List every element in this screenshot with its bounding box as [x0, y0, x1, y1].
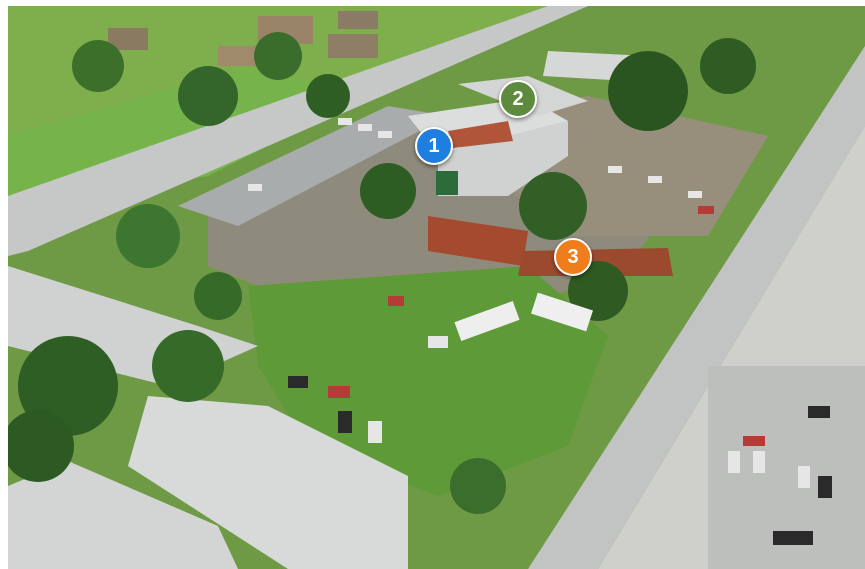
aerial-photo — [8, 6, 865, 569]
location-marker-3[interactable]: 3 — [554, 238, 592, 276]
tree — [8, 410, 74, 482]
house — [338, 11, 378, 29]
tree — [360, 163, 416, 219]
tree — [72, 40, 124, 92]
tree — [568, 261, 628, 321]
house — [328, 34, 378, 58]
tree — [519, 172, 587, 240]
tree — [116, 204, 180, 268]
grass-field — [248, 266, 608, 496]
house — [108, 28, 148, 50]
trailer — [454, 301, 520, 341]
tree — [152, 330, 224, 402]
rust-patch — [448, 121, 513, 148]
tree — [450, 458, 506, 514]
location-marker-1[interactable]: 1 — [415, 127, 453, 165]
cars — [328, 206, 765, 446]
warehouse-roof — [8, 461, 238, 569]
tree — [254, 32, 302, 80]
tree — [700, 38, 756, 94]
trailer — [531, 292, 593, 332]
house — [218, 46, 258, 66]
building-3-roof — [428, 216, 528, 266]
tree — [194, 272, 242, 320]
cars — [248, 118, 810, 488]
door — [436, 171, 458, 195]
diagonal-road — [8, 6, 588, 256]
tree — [178, 66, 238, 126]
location-marker-2[interactable]: 2 — [499, 80, 537, 118]
tree — [608, 51, 688, 131]
warehouse-roof — [128, 396, 408, 569]
cars — [288, 376, 832, 545]
main-road — [528, 46, 865, 569]
tree — [306, 74, 350, 118]
